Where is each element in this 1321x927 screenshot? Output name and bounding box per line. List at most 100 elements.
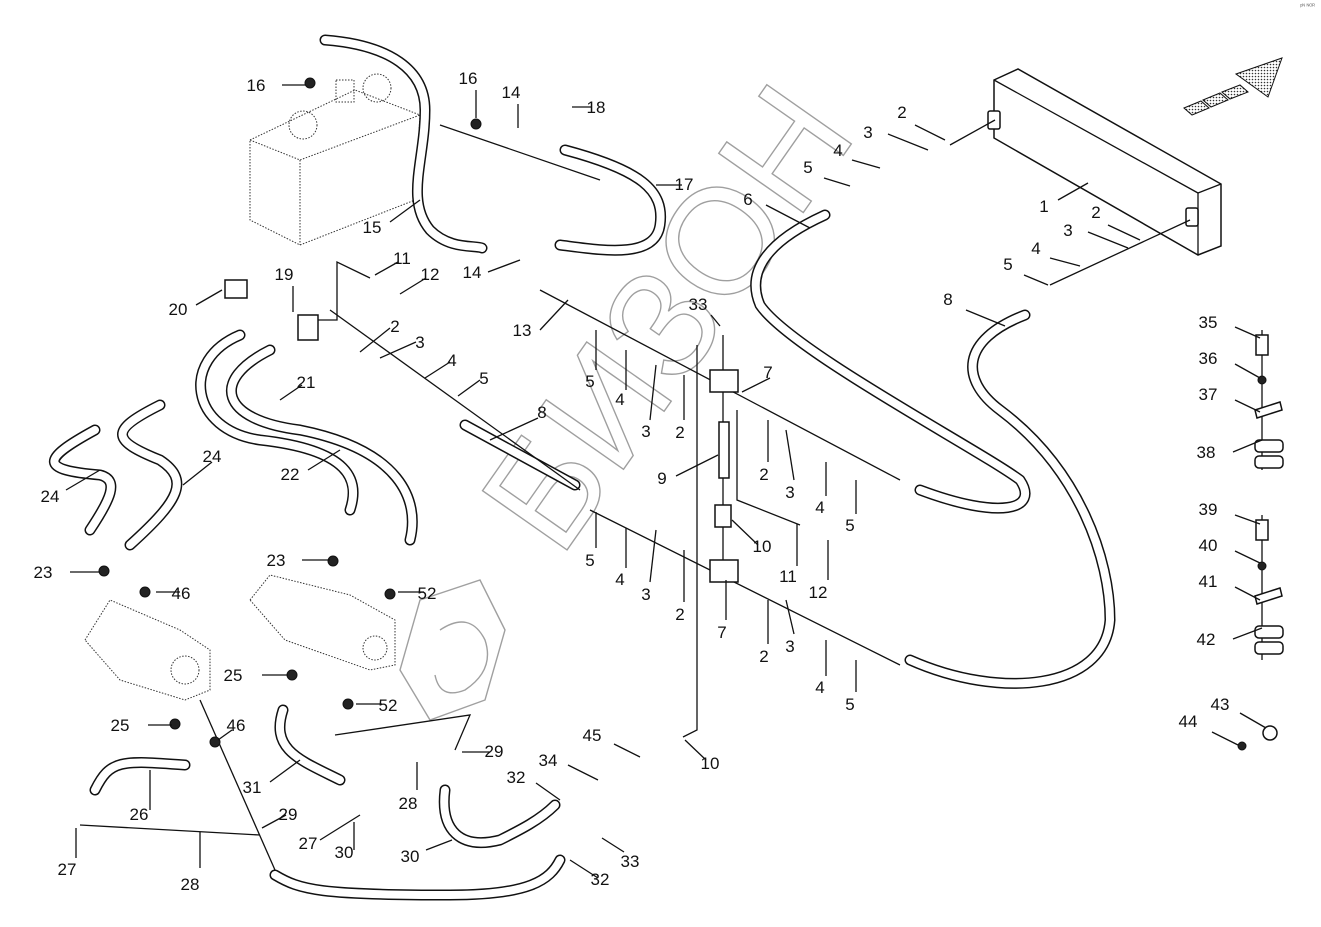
hose-24-right[interactable] <box>117 399 183 551</box>
callout-leader-line <box>569 859 599 879</box>
callout-leader-line <box>457 379 481 397</box>
callout-2: 2 <box>359 317 400 353</box>
fitting-43[interactable] <box>1262 725 1278 741</box>
callout-14: 14 <box>502 83 520 128</box>
hose-31[interactable] <box>274 704 346 786</box>
callout-leader-line <box>731 519 759 546</box>
callout-number: 18 <box>587 98 606 117</box>
callout-number: 41 <box>1199 572 1218 591</box>
clamp-set-upper[interactable] <box>1254 330 1284 470</box>
callout-4: 4 <box>815 640 827 697</box>
callout-15: 15 <box>363 199 421 237</box>
callout-29: 29 <box>462 742 503 761</box>
hose-30-lower[interactable] <box>269 854 566 901</box>
callout-leader-line <box>1232 439 1263 453</box>
callout-number: 19 <box>275 265 294 284</box>
callout-leader-line <box>399 277 427 295</box>
callout-46: 46 <box>156 584 190 603</box>
hose-22[interactable] <box>195 329 359 516</box>
callout-leader-line <box>424 361 451 379</box>
hose-6[interactable] <box>750 209 1031 514</box>
hose-17[interactable] <box>554 144 667 256</box>
fitting-20[interactable] <box>224 279 248 299</box>
fitting-46[interactable] <box>139 586 151 598</box>
block-7[interactable] <box>709 559 739 583</box>
callout-number: 5 <box>845 516 854 535</box>
callout-number: 29 <box>279 805 298 824</box>
callout-leader-line <box>374 261 399 276</box>
callout-number: 23 <box>34 563 53 582</box>
callout-number: 40 <box>1199 536 1218 555</box>
block-7[interactable] <box>709 369 739 393</box>
callout-number: 7 <box>717 623 726 642</box>
callout-number: 3 <box>415 333 424 352</box>
callout-leader-line <box>1239 712 1267 729</box>
fitting-23[interactable] <box>327 555 339 567</box>
callout-5: 5 <box>585 512 597 570</box>
callout-35: 35 <box>1199 313 1261 339</box>
fitting-52[interactable] <box>384 588 396 600</box>
callout-leader-line <box>195 289 223 306</box>
callout-leader-line <box>1234 326 1261 339</box>
callout-5: 5 <box>585 330 597 391</box>
callout-leader-line <box>710 314 721 327</box>
callout-18: 18 <box>572 98 605 117</box>
callout-number: 46 <box>227 716 246 735</box>
right-hydraulic-pump[interactable] <box>249 574 396 671</box>
left-hydraulic-pump[interactable] <box>84 599 211 701</box>
callout-leader-line <box>785 429 795 481</box>
callout-number: 2 <box>390 317 399 336</box>
clamp-set-lower[interactable] <box>1254 515 1284 660</box>
oil-cooler[interactable] <box>987 68 1222 256</box>
callout-5: 5 <box>1003 255 1049 286</box>
callout-46: 46 <box>217 716 246 741</box>
callout-number: 2 <box>675 423 684 442</box>
callout-leader-line <box>1234 514 1261 525</box>
callout-leader-line <box>765 204 811 229</box>
hose-21[interactable] <box>225 344 418 546</box>
fitting-23[interactable] <box>98 565 110 577</box>
callout-number: 3 <box>1063 221 1072 240</box>
fitting-46[interactable] <box>209 736 221 748</box>
hose-8-right[interactable] <box>904 309 1116 689</box>
callout-43: 43 <box>1211 695 1267 729</box>
fitting-52[interactable] <box>342 698 354 710</box>
hose-26[interactable] <box>89 757 191 796</box>
callout-number: 4 <box>833 141 842 160</box>
callout-32: 32 <box>507 768 561 801</box>
callout-number: 24 <box>41 487 60 506</box>
callout-30: 30 <box>401 839 453 866</box>
callout-leader-line <box>489 417 539 441</box>
callout-33: 33 <box>689 295 721 327</box>
forward-direction-arrow <box>1183 57 1283 116</box>
hose-8-middle[interactable] <box>459 419 581 491</box>
tube-9[interactable] <box>718 421 730 479</box>
fitting-16[interactable] <box>304 77 316 89</box>
callout-4: 4 <box>615 350 627 409</box>
callout-2: 2 <box>759 600 769 666</box>
callout-number: 5 <box>803 158 812 177</box>
callout-leader-line <box>965 309 1006 327</box>
callout-number: 3 <box>863 123 872 142</box>
hose-15[interactable] <box>319 34 488 254</box>
hose-30-upper[interactable] <box>438 784 561 849</box>
callout-number: 14 <box>463 263 482 282</box>
manifold-19[interactable] <box>297 314 319 341</box>
fitting-25[interactable] <box>286 669 298 681</box>
callout-32: 32 <box>569 859 609 889</box>
fitting-25[interactable] <box>169 718 181 730</box>
adapter-10[interactable] <box>714 504 732 528</box>
callout-leader-line <box>823 177 851 187</box>
callout-25: 25 <box>111 716 172 735</box>
callout-leader-line <box>1232 627 1263 640</box>
callout-number: 22 <box>281 465 300 484</box>
callout-leader-line <box>613 743 641 758</box>
callout-number: 28 <box>181 875 200 894</box>
callout-2: 2 <box>675 550 685 624</box>
callout-31: 31 <box>243 759 301 797</box>
callout-leader-line <box>1023 274 1049 286</box>
callout-number: 2 <box>897 103 906 122</box>
callout-3: 3 <box>641 364 657 441</box>
fitting-16[interactable] <box>470 118 482 130</box>
fitting-44[interactable] <box>1237 741 1247 751</box>
